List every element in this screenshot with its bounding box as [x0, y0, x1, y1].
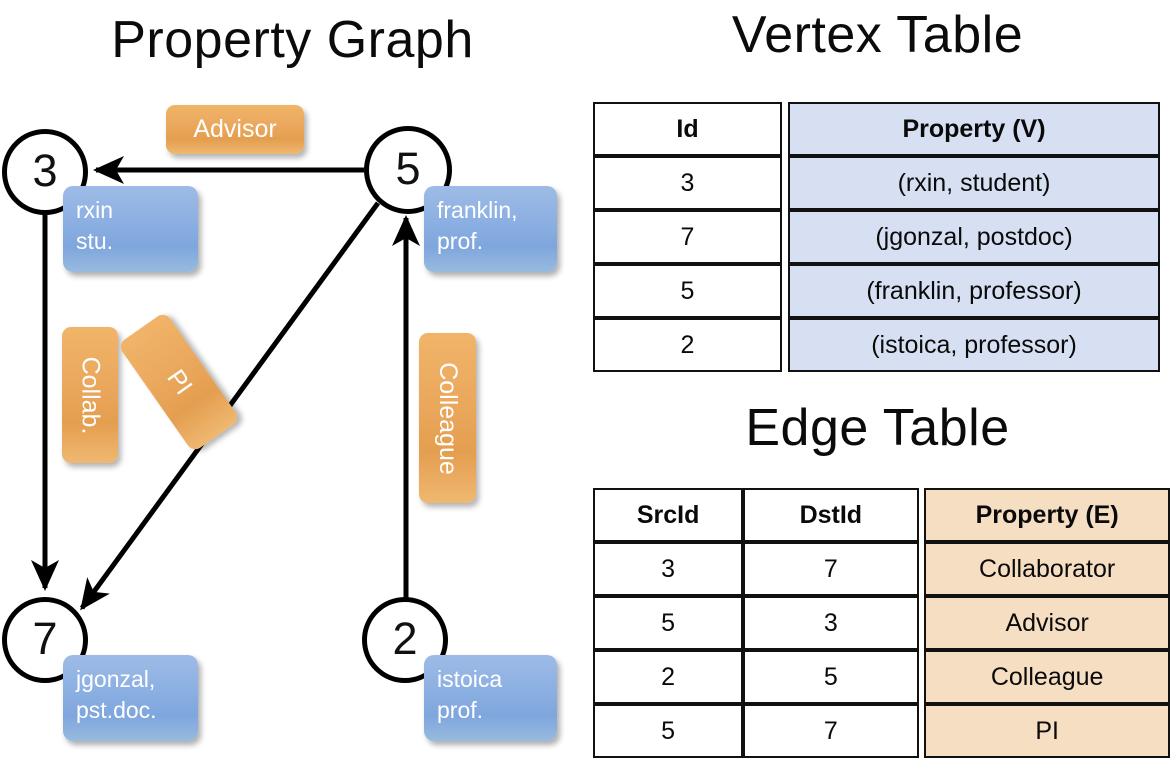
edge-cell-dstid: 5 [743, 650, 919, 704]
edge-cell-srcid: 2 [593, 650, 744, 704]
column-separator [782, 102, 788, 156]
edge-header-dstid: DstId [743, 488, 919, 542]
edge-label-pi-text: PI [161, 364, 198, 400]
column-separator [782, 318, 788, 372]
edge-cell-property: PI [924, 704, 1170, 758]
vertex-property-line-2: stu. [76, 228, 114, 255]
edge-label-collab-text: Collab. [76, 356, 105, 434]
vertex-cell-property: (rxin, student) [788, 156, 1160, 210]
column-separator [918, 488, 925, 542]
table-row[interactable]: 5 (franklin, professor) [593, 264, 1160, 318]
edge-cell-property: Advisor [924, 596, 1170, 650]
edge-label-colleague[interactable]: Colleague [419, 333, 476, 503]
edge-cell-srcid: 5 [593, 704, 744, 758]
vertex-cell-property: (franklin, professor) [788, 264, 1160, 318]
page-title-property-graph: Property Graph [111, 11, 474, 69]
vertex-cell-id: 5 [593, 264, 782, 318]
vertex-cell-id: 7 [593, 210, 782, 264]
vertex-property-line-2: pst.doc. [76, 697, 157, 724]
edge-header-srcid: SrcId [593, 488, 744, 542]
property-graph-panel: Property Graph 3 5 7 2 rxin stu. frankli… [2, 11, 557, 741]
vertex-header-property: Property (V) [788, 102, 1160, 156]
vertex-cell-id: 2 [593, 318, 782, 372]
column-separator [918, 596, 925, 650]
table-row[interactable]: 5 3 Advisor [593, 596, 1170, 650]
edge-cell-srcid: 3 [593, 542, 744, 596]
vertex-property-line-1: jgonzal, [76, 666, 156, 692]
vertex-cell-property: (istoica, professor) [788, 318, 1160, 372]
table-header-row: SrcId DstId Property (E) [593, 488, 1170, 542]
edge-cell-property: Collaborator [924, 542, 1170, 596]
vertex-header-id: Id [593, 102, 782, 156]
edge-cell-property: Colleague [924, 650, 1170, 704]
vertex-property-line-1: franklin, [437, 197, 518, 223]
vertex-property-box-jgonzal[interactable]: jgonzal, pst.doc. [63, 655, 198, 741]
column-separator [782, 264, 788, 318]
graph-node-7[interactable]: 7 [2, 597, 88, 683]
edge-label-collab[interactable]: Collab. [62, 327, 118, 463]
graph-node-5[interactable]: 5 [364, 126, 452, 214]
edge-header-property: Property (E) [924, 488, 1170, 542]
edge-cell-dstid: 7 [743, 542, 919, 596]
graph-node-3[interactable]: 3 [2, 129, 88, 215]
edge-table: SrcId DstId Property (E) 3 7 Collaborato… [593, 488, 1170, 758]
vertex-property-box-franklin[interactable]: franklin, prof. [424, 186, 557, 272]
vertex-property-line-1: istoica [437, 666, 503, 692]
table-row[interactable]: 2 5 Colleague [593, 650, 1170, 704]
page-title-vertex-table: Vertex Table [731, 6, 1024, 64]
graph-node-2-label: 2 [392, 612, 418, 664]
edge-cell-dstid: 7 [743, 704, 919, 758]
graph-node-7-label: 7 [32, 612, 58, 664]
tables-panel: Vertex Table Id Property (V) 3 (rxin, st… [585, 0, 1170, 760]
table-row[interactable]: 2 (istoica, professor) [593, 318, 1160, 372]
edge-cell-srcid: 5 [593, 596, 744, 650]
table-row[interactable]: 3 7 Collaborator [593, 542, 1170, 596]
graph-node-2[interactable]: 2 [362, 597, 448, 683]
vertex-property-line-2: prof. [437, 228, 484, 255]
table-row[interactable]: 5 7 PI [593, 704, 1170, 758]
vertex-cell-property: (jgonzal, postdoc) [788, 210, 1160, 264]
table-row[interactable]: 3 (rxin, student) [593, 156, 1160, 210]
page-title-edge-table: Edge Table [745, 399, 1010, 457]
table-row[interactable]: 7 (jgonzal, postdoc) [593, 210, 1160, 264]
vertex-table: Id Property (V) 3 (rxin, student) 7 (jgo… [593, 102, 1160, 372]
column-separator [782, 156, 788, 210]
graph-node-5-label: 5 [395, 142, 421, 194]
vertex-property-line-1: rxin [76, 197, 114, 223]
table-header-row: Id Property (V) [593, 102, 1160, 156]
edge-label-advisor[interactable]: Advisor [166, 105, 304, 154]
edge-label-colleague-text: Colleague [434, 361, 462, 475]
column-separator [782, 210, 788, 264]
edge-cell-dstid: 3 [743, 596, 919, 650]
edge-label-advisor-text: Advisor [193, 115, 277, 143]
graph-node-3-label: 3 [32, 144, 58, 196]
column-separator [918, 542, 925, 596]
column-separator [918, 704, 925, 758]
vertex-property-box-istoica[interactable]: istoica prof. [424, 655, 557, 741]
vertex-property-line-2: prof. [437, 697, 484, 724]
vertex-cell-id: 3 [593, 156, 782, 210]
vertex-property-box-rxin[interactable]: rxin stu. [63, 186, 198, 272]
column-separator [918, 650, 925, 704]
